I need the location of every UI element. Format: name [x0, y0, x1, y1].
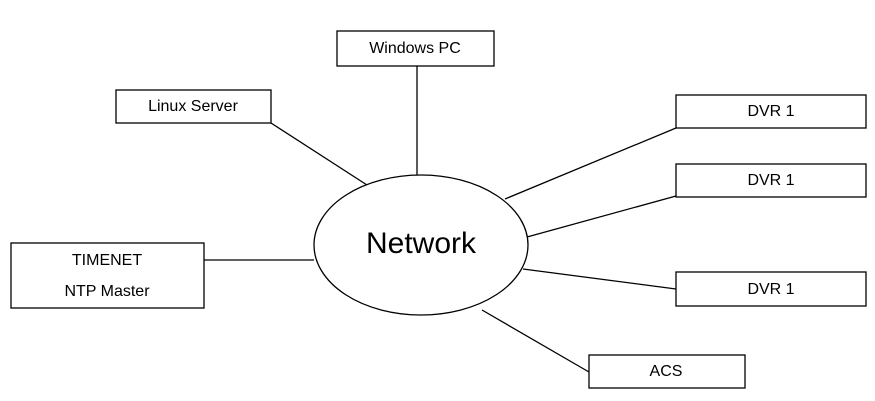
node-label: DVR 1 — [747, 103, 794, 120]
node-label: Windows PC — [369, 40, 461, 57]
node-box — [675, 163, 867, 198]
node-label-line2: NTP Master — [64, 283, 150, 300]
node-box — [115, 89, 272, 124]
link-dvr-bottom — [522, 268, 677, 290]
network-hub — [313, 174, 529, 316]
node-label: ACS — [650, 363, 683, 380]
node-label: DVR 1 — [747, 281, 794, 298]
node-box — [675, 94, 867, 129]
node-dvr-middle: DVR 1 — [675, 163, 867, 198]
node-dvr-top: DVR 1 — [675, 94, 867, 129]
node-label: Linux Server — [148, 98, 238, 115]
node-box — [336, 30, 495, 67]
node-acs: ACS — [588, 354, 746, 389]
node-box — [675, 271, 867, 307]
node-timenet: TIMENET NTP Master — [10, 242, 205, 309]
node-windows-pc: Windows PC — [336, 30, 495, 67]
network-label: Network — [366, 227, 477, 260]
link-dvr-middle — [526, 195, 677, 238]
node-linux-server: Linux Server — [115, 89, 272, 124]
node-label: DVR 1 — [747, 172, 794, 189]
node-label-line1: TIMENET — [72, 252, 142, 269]
link-dvr-top — [504, 127, 677, 200]
link-linux-server — [270, 122, 368, 186]
node-box — [588, 354, 746, 389]
link-acs — [481, 309, 590, 373]
node-dvr-bottom: DVR 1 — [675, 271, 867, 307]
node-box — [10, 242, 205, 309]
